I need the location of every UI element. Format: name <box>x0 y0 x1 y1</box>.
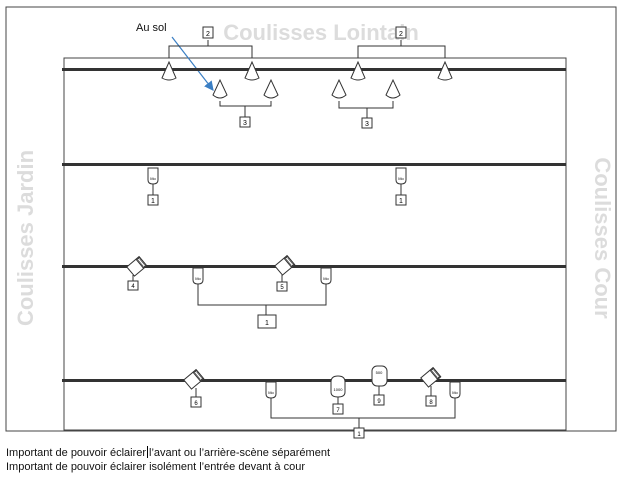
channel-r4-a: 6 <box>194 401 198 407</box>
mo-label-r3-right: Mo <box>323 276 329 281</box>
pc-spot-4 <box>437 60 453 81</box>
floor-spot-1 <box>212 78 228 99</box>
row2-fixtures <box>147 167 407 195</box>
profile-fixture-8 <box>420 366 442 388</box>
channel-r2-right: 1 <box>399 198 403 205</box>
channel-r4-b: 7 <box>336 408 340 414</box>
channel-r4-d: 8 <box>429 400 433 406</box>
channel-top-right: 2 <box>399 31 403 38</box>
floor-spot-4 <box>385 78 401 99</box>
channel-box-top-left <box>202 26 214 39</box>
channel-r3-a: 4 <box>131 284 135 290</box>
floor-spot-2 <box>263 78 279 99</box>
channel-box-r4-d <box>425 395 437 407</box>
row3-brackets <box>197 284 327 315</box>
channel-r3-b: 5 <box>280 285 284 291</box>
row3-fixtures <box>126 254 332 285</box>
channel-floor-right: 3 <box>365 121 369 128</box>
channel-r2-left: 1 <box>151 198 155 205</box>
row1-brackets <box>168 40 446 58</box>
row4-brackets <box>270 398 456 428</box>
profile-fixture-6 <box>183 368 205 390</box>
row1-fixtures <box>161 60 453 81</box>
label-jardin: Coulisses Jardin <box>13 150 38 326</box>
pc-spot-2 <box>244 60 260 81</box>
channel-box-r4-group <box>353 427 365 439</box>
channel-box-r2-left <box>147 194 159 206</box>
bar-4 <box>62 379 566 382</box>
channel-r4-group: 1 <box>357 432 361 438</box>
mo-label-r2-left: Mo <box>150 176 156 181</box>
label-cour: Coulisses Cour <box>590 157 615 319</box>
channel-r3-group: 1 <box>265 320 269 327</box>
floor-fixtures <box>212 78 401 99</box>
channel-box-floor-left <box>239 116 251 128</box>
text-cursor <box>147 446 149 458</box>
note-line-1-end: l’avant ou l’arrière-scène séparément <box>149 447 330 459</box>
mo-label-r2-right: Mo <box>398 176 404 181</box>
stage-box <box>63 57 567 431</box>
label-lointain: Coulisses Lointain <box>223 20 419 45</box>
channel-box-r4-a <box>190 396 202 408</box>
bar-1 <box>62 68 566 71</box>
mo-label-r3-left: Mo <box>195 276 201 281</box>
channel-box-r4-b <box>332 403 344 415</box>
note-line-2: Important de pouvoir éclairer isolément … <box>6 461 305 473</box>
pc-spot-1 <box>161 60 177 81</box>
channel-box-floor-right <box>361 117 373 129</box>
channel-box-r3-b <box>276 281 288 292</box>
pc1000-fixture <box>330 375 346 398</box>
row4-fixtures <box>183 365 461 404</box>
channel-box-top-right <box>395 26 407 39</box>
channel-box-r3-group <box>257 314 277 329</box>
profile-fixture-4 <box>126 255 148 277</box>
bar-3 <box>62 265 566 268</box>
note-line-1-start: Important de pouvoir éclairer <box>6 447 147 459</box>
channel-box-r3-a <box>127 280 139 291</box>
channel-box-r4-c <box>373 394 385 406</box>
pc500-fixture <box>371 365 388 387</box>
bar-2 <box>62 163 566 166</box>
channel-top-left: 2 <box>206 31 210 38</box>
pc-spot-3 <box>350 60 366 81</box>
floor-brackets <box>219 101 394 118</box>
pc500-label: 500 <box>376 370 383 375</box>
label-au-sol: Au sol <box>136 22 167 34</box>
page-frame <box>5 6 617 432</box>
au-sol-arrow <box>171 36 214 91</box>
channel-r4-c: 9 <box>377 399 381 405</box>
profile-fixture-5 <box>274 254 296 276</box>
floor-spot-3 <box>331 78 347 99</box>
pc1000-label: 1000 <box>334 387 344 392</box>
mo-label-r4-left: Mo <box>268 390 274 395</box>
channel-floor-left: 3 <box>243 120 247 127</box>
channel-box-r2-right <box>395 194 407 206</box>
mo-label-r4-right: Mo <box>452 390 458 395</box>
